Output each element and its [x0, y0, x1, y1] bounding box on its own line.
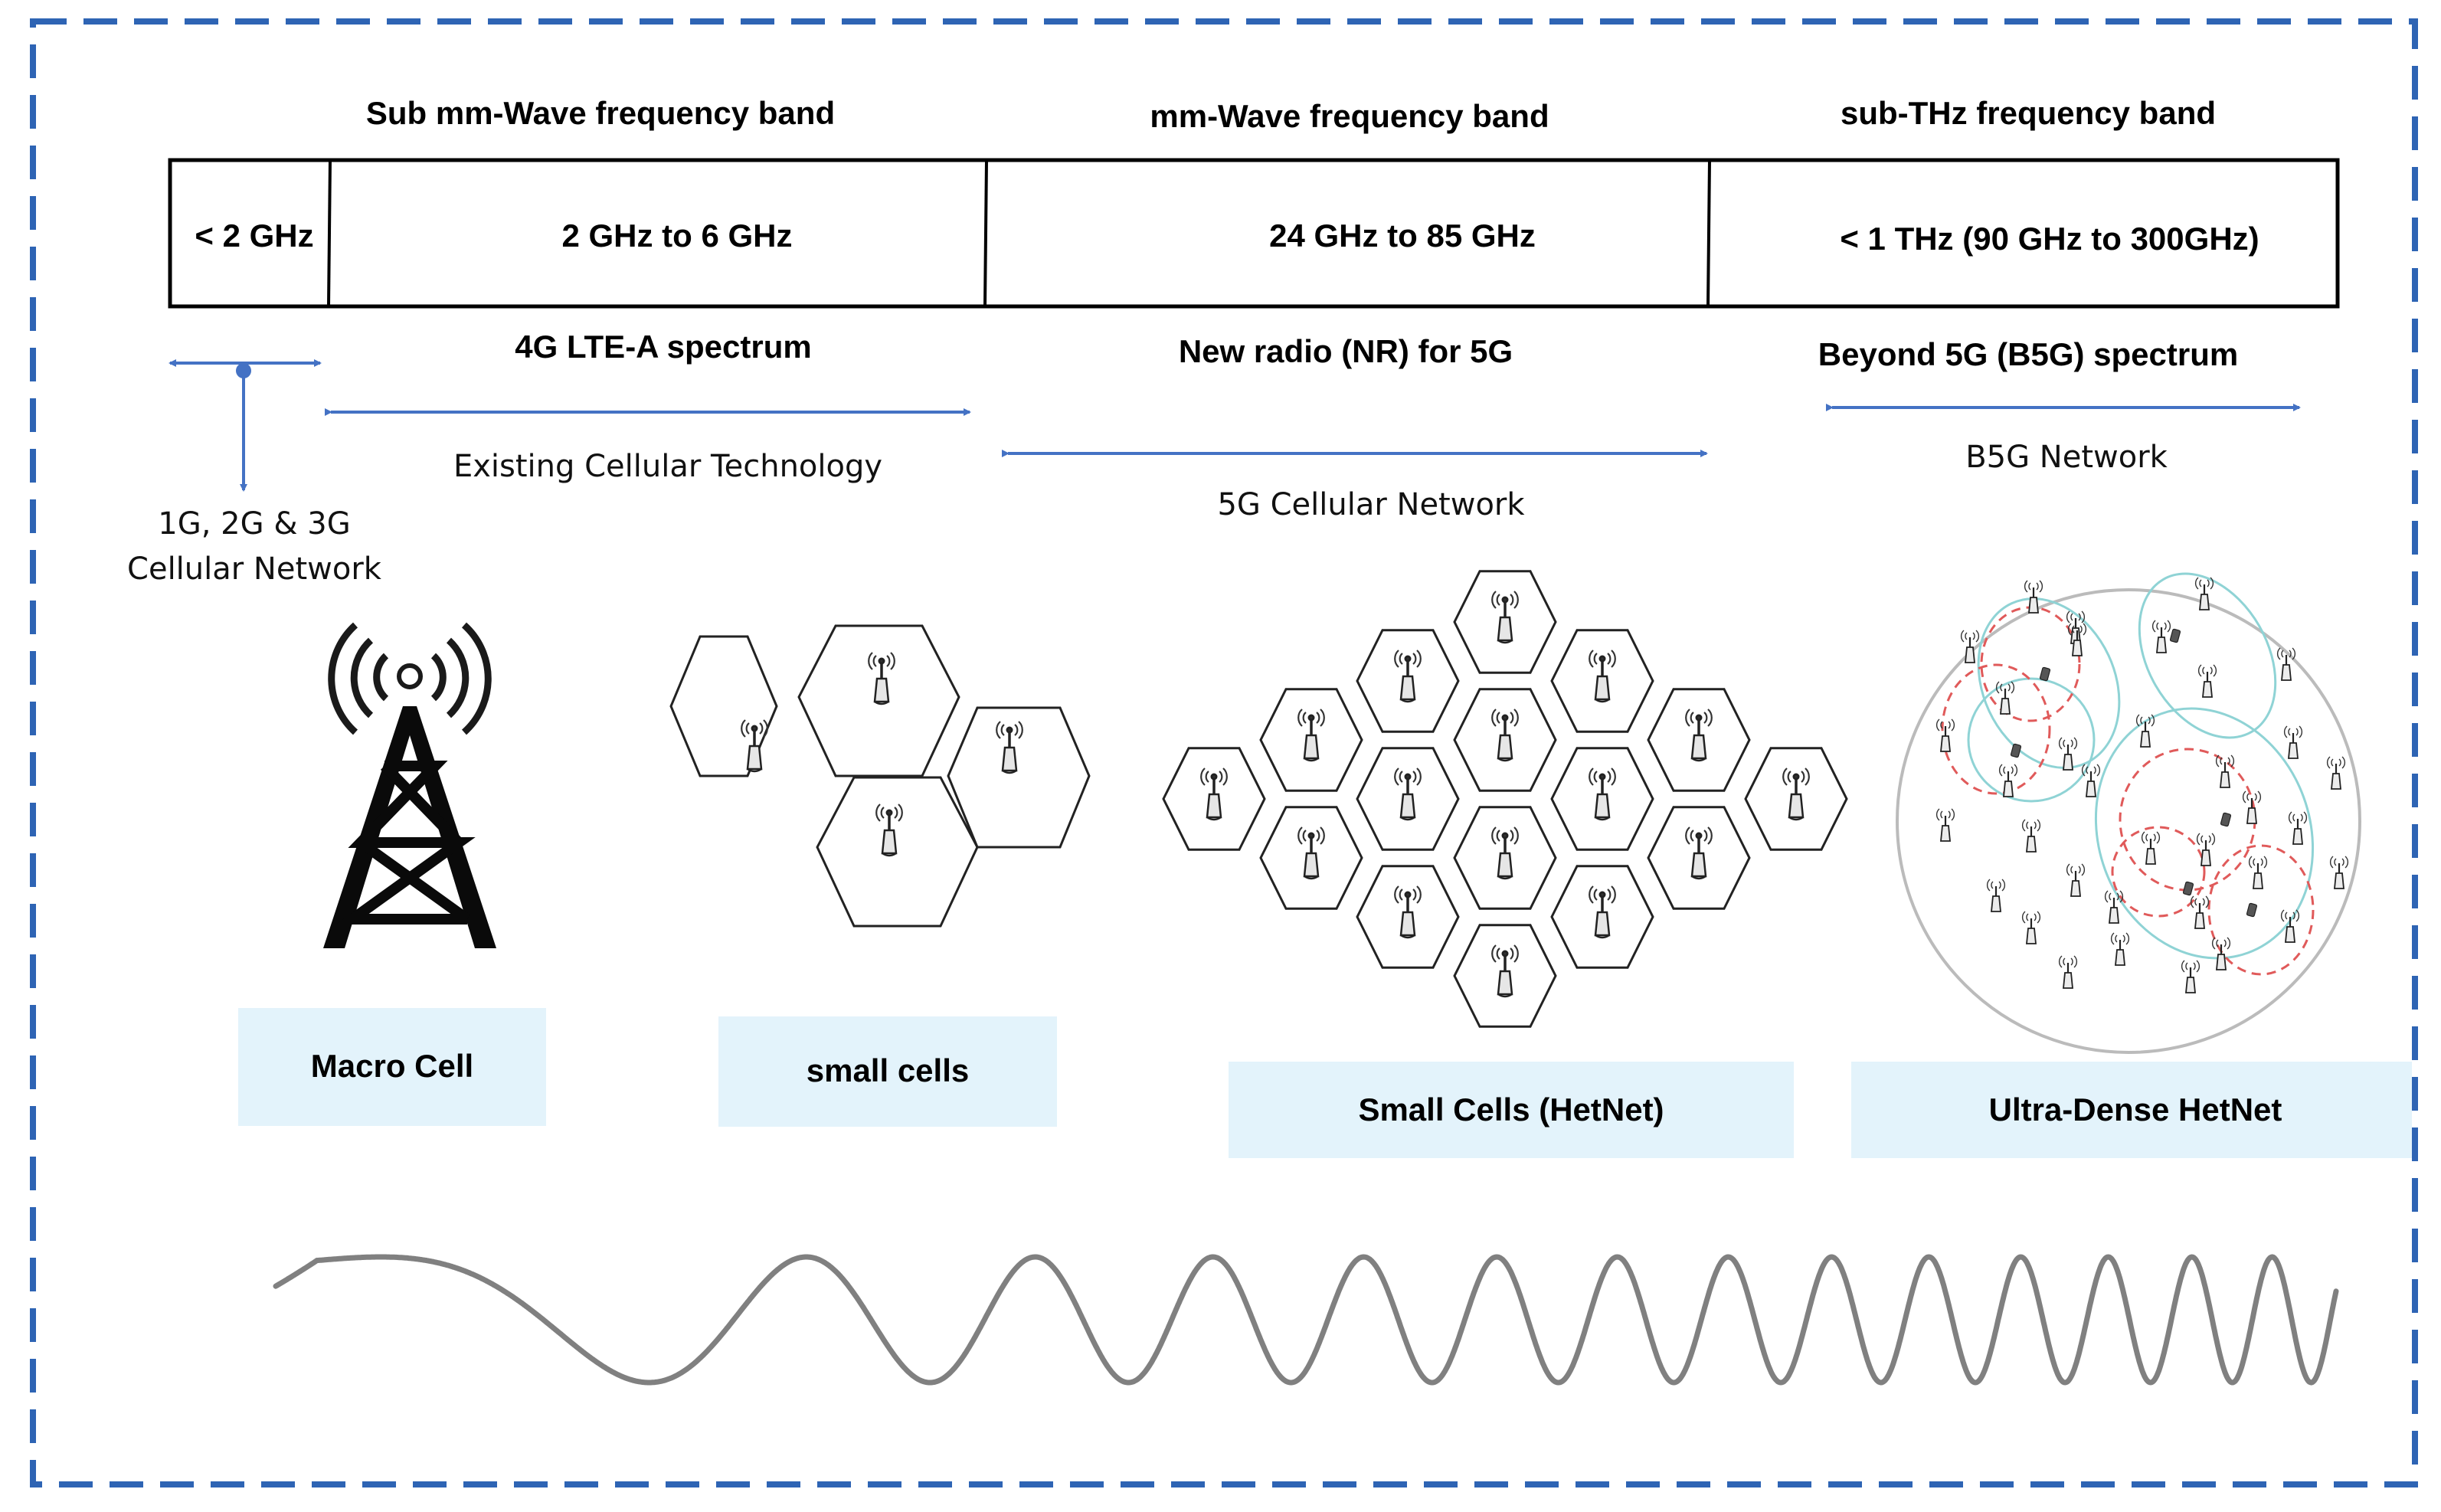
band-box-outline: [168, 158, 2340, 309]
udn-label: Ultra-Dense HetNet: [1989, 1091, 2282, 1127]
nr-5g-label: New radio (NR) for 5G: [1179, 333, 1513, 369]
macro-cell-label-box: Macro Cell: [238, 1008, 546, 1126]
hetnet-honeycomb-graphic: [1162, 570, 1848, 1028]
lte-spectrum-label: 4G LTE-A spectrum: [515, 329, 811, 365]
5g-network-label: 5G Cellular Network: [1217, 487, 1525, 522]
frequency-band-table: < 2 GHz 2 GHz to 6 GHz 24 GHz to 85 GHz …: [168, 158, 2340, 309]
band-divider-2: [983, 159, 988, 307]
macro-cell-label: Macro Cell: [311, 1048, 473, 1084]
legacy-network-line1: 1G, 2G & 3G: [158, 506, 350, 542]
band-below-2ghz: < 2 GHz: [195, 218, 313, 254]
legacy-range-arrow: [169, 359, 322, 492]
dashed-border: [30, 18, 2418, 1487]
legacy-network-line2: Cellular Network: [127, 551, 382, 587]
band-24-to-85ghz: 24 GHz to 85 GHz: [1269, 218, 1536, 254]
hetnet-label: Small Cells (HetNet): [1358, 1091, 1664, 1127]
sub-mm-wave-header: Sub mm-Wave frequency band: [366, 95, 835, 131]
udn-label-box: Ultra-Dense HetNet: [1851, 1062, 2412, 1158]
mm-wave-header: mm-Wave frequency band: [1150, 98, 1549, 134]
band-sub-thz: < 1 THz (90 GHz to 300GHz): [1840, 221, 2259, 257]
small-cells-label-box: small cells: [718, 1016, 1057, 1127]
band-2-to-6ghz: 2 GHz to 6 GHz: [561, 218, 792, 254]
b5g-spectrum-label: Beyond 5G (B5G) spectrum: [1818, 336, 2238, 372]
hetnet-label-box: Small Cells (HetNet): [1229, 1062, 1794, 1158]
band-divider-3: [1706, 159, 1711, 307]
ultra-dense-hetnet-graphic: [1896, 572, 2361, 1054]
band-divider-1: [327, 159, 332, 307]
radio-tower-icon: [323, 622, 496, 948]
small-cells-label: small cells: [807, 1052, 969, 1088]
frequency-wave: [273, 1254, 2339, 1386]
small-cells-graphic: [669, 624, 1091, 928]
b5g-network-label: B5G Network: [1965, 440, 2168, 475]
sub-thz-header: sub-THz frequency band: [1841, 95, 2216, 131]
existing-tech-label: Existing Cellular Technology: [453, 449, 882, 484]
